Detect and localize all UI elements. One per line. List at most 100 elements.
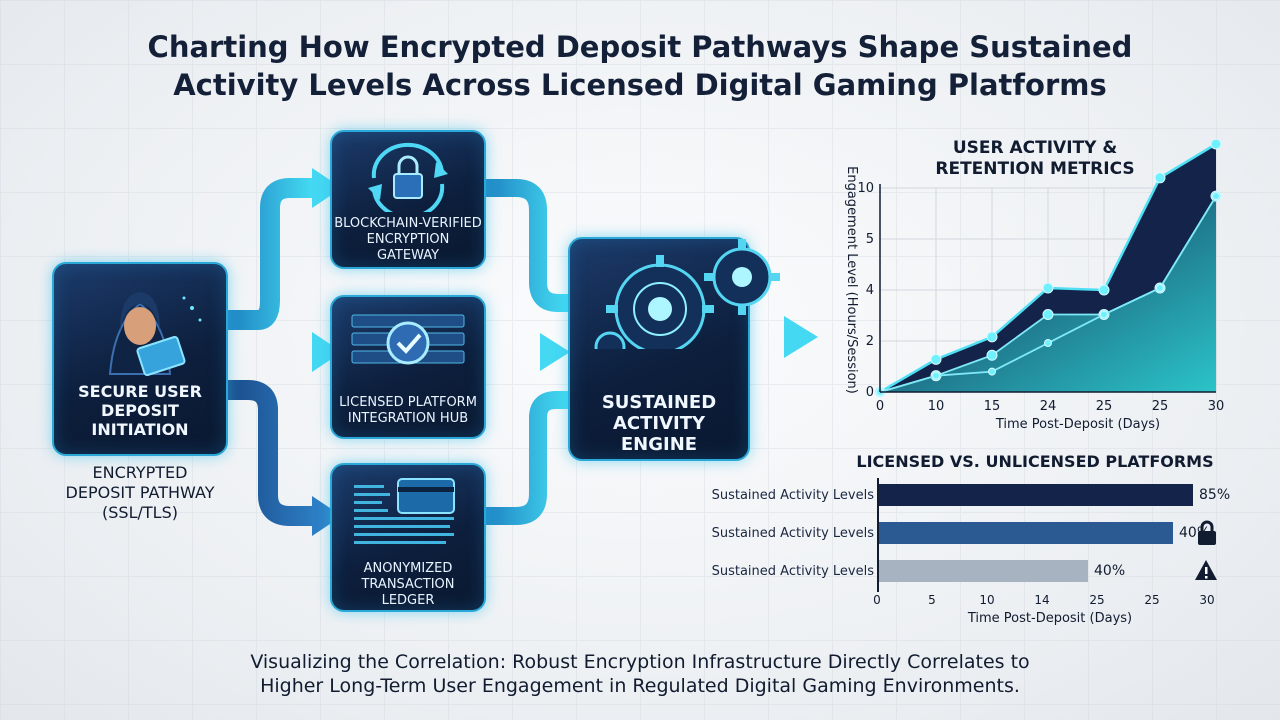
data-point	[1156, 283, 1164, 292]
data-point	[986, 349, 998, 361]
x-tick-label: 25	[1096, 399, 1113, 414]
caption: Visualizing the Correlation: Robust Encr…	[140, 650, 1140, 698]
arrow-ledger-engine	[482, 391, 570, 525]
ledger-label-line-2: TRANSACTION	[361, 577, 455, 592]
gear-icon	[594, 239, 780, 349]
data-point	[1098, 284, 1110, 296]
bar-x-tick-label: 10	[979, 593, 995, 607]
x-tick-label: 24	[1040, 399, 1057, 414]
bar-chart-title: LICENSED VS. UNLICENSED PLATFORMS	[856, 452, 1214, 471]
y-tick-label: 5	[866, 232, 874, 247]
data-point	[1212, 192, 1220, 201]
data-point	[986, 331, 998, 343]
x-tick-label: 30	[1208, 399, 1225, 414]
side-label-line-1: ENCRYPTED	[92, 463, 188, 482]
data-point	[1042, 282, 1054, 294]
bar-category-label: Sustained Activity Levels	[711, 488, 874, 503]
engine-label-line-3: ENGINE	[620, 434, 698, 455]
data-point	[932, 371, 940, 380]
bar-category-label: Sustained Activity Levels	[711, 526, 874, 541]
gateway-label-line-2: ENCRYPTION	[366, 232, 450, 247]
bar-value-label: 40%	[1094, 563, 1126, 579]
hub-label-line-1: LICENSED PLATFORM	[339, 395, 477, 410]
user-label-line-3: INITIATION	[91, 420, 189, 439]
title-line-2: Activity Levels Across Licensed Digital …	[173, 68, 1107, 102]
line-chart-title: USER ACTIVITY & RETENTION METRICS	[910, 138, 1160, 180]
bar-mark	[877, 560, 1088, 582]
bar-mark	[877, 522, 1173, 544]
data-point	[930, 353, 942, 365]
node-transaction-ledger: ANONYMIZED TRANSACTION LEDGER	[330, 463, 486, 612]
y-axis-label: Engagement Level (Hours/Session)	[844, 166, 859, 394]
y-tick-label: 10	[857, 181, 874, 196]
area-series-lower	[880, 196, 1216, 392]
ledger-label-line-3: LEDGER	[381, 593, 435, 608]
page-title: Charting How Encrypted Deposit Pathways …	[60, 28, 1220, 104]
user-label-line-2: DEPOSIT	[101, 401, 179, 420]
bar-value-label: 85%	[1199, 487, 1231, 503]
line-chart-title-line-1: USER ACTIVITY &	[952, 138, 1118, 158]
arrowhead-hub-engine	[540, 333, 570, 371]
x-tick-label: 10	[928, 399, 945, 414]
bar-x-tick-label: 25	[1144, 593, 1160, 607]
data-point	[1100, 310, 1108, 319]
node-encryption-gateway: BLOCKCHAIN-VERIFIED ENCRYPTION GATEWAY	[330, 130, 486, 269]
x-axis-label: Time Post-Deposit (Days)	[995, 417, 1160, 432]
engine-node-label: SUSTAINED ACTIVITY ENGINE	[570, 392, 748, 455]
node-integration-hub: LICENSED PLATFORM INTEGRATION HUB	[330, 295, 486, 439]
data-point	[1042, 308, 1054, 320]
y-tick-label: 2	[866, 334, 874, 349]
y-tick-label: 4	[866, 283, 874, 298]
caption-line-2: Higher Long-Term User Engagement in Regu…	[260, 675, 1020, 697]
bar-x-tick-label: 14	[1034, 593, 1050, 607]
gateway-node-label: BLOCKCHAIN-VERIFIED ENCRYPTION GATEWAY	[332, 216, 484, 264]
hub-label-line-2: INTEGRATION HUB	[347, 411, 469, 426]
bar-x-tick-label: 30	[1199, 593, 1215, 607]
data-point	[1210, 140, 1222, 150]
node-sustained-activity-engine: SUSTAINED ACTIVITY ENGINE	[568, 237, 780, 461]
caption-line-1: Visualizing the Correlation: Robust Encr…	[250, 651, 1030, 673]
data-point	[988, 367, 996, 376]
gateway-label-line-1: BLOCKCHAIN-VERIFIED	[334, 216, 482, 231]
bar-x-tick-label: 25	[1089, 593, 1105, 607]
lock-icon	[1196, 520, 1218, 546]
encrypted-pathway-label: ENCRYPTED DEPOSIT PATHWAY (SSL/TLS)	[40, 463, 240, 523]
user-node-label: SECURE USER DEPOSIT INITIATION	[54, 382, 226, 439]
arrow-to-gateway	[225, 178, 318, 330]
bar-x-axis-label: Time Post-Deposit (Days)	[967, 611, 1133, 626]
gateway-label-line-3: GATEWAY	[376, 248, 440, 263]
bar-x-tick-label: 0	[873, 593, 881, 607]
arrowhead-chart	[784, 316, 818, 358]
x-tick-label: 15	[984, 399, 1001, 414]
ledger-card-icon	[354, 478, 455, 544]
hub-node-label: LICENSED PLATFORM INTEGRATION HUB	[332, 395, 484, 427]
bar-x-tick-label: 5	[928, 593, 936, 607]
y-tick-label: 0	[866, 385, 874, 400]
arrow-gateway-engine	[482, 179, 570, 312]
user-label-line-1: SECURE USER	[78, 382, 202, 401]
bar-axis	[877, 478, 879, 592]
bar-category-label: Sustained Activity Levels	[711, 564, 874, 579]
lock-cycle-icon	[368, 142, 448, 212]
x-tick-label: 25	[1152, 399, 1169, 414]
arrowhead-hub	[312, 332, 342, 372]
arrowhead-ledger	[312, 496, 342, 536]
node-secure-user-deposit: SECURE USER DEPOSIT INITIATION	[52, 262, 228, 456]
side-label-line-2: DEPOSIT PATHWAY	[65, 483, 215, 502]
arrowhead-gateway	[312, 168, 342, 208]
ledger-label-line-1: ANONYMIZED	[363, 561, 453, 576]
side-label-line-3: (SSL/TLS)	[102, 503, 178, 522]
x-tick-label: 0	[876, 399, 884, 414]
engine-label-line-2: ACTIVITY	[612, 413, 706, 434]
ledger-node-label: ANONYMIZED TRANSACTION LEDGER	[332, 561, 484, 609]
data-point	[1154, 172, 1166, 184]
warning-icon	[1194, 558, 1218, 582]
server-check-icon	[351, 314, 465, 365]
engine-label-line-1: SUSTAINED	[601, 392, 717, 413]
title-line-1: Charting How Encrypted Deposit Pathways …	[147, 30, 1133, 64]
hooded-user-icon	[108, 292, 202, 377]
data-point	[1044, 339, 1052, 348]
bar-mark	[877, 484, 1193, 506]
